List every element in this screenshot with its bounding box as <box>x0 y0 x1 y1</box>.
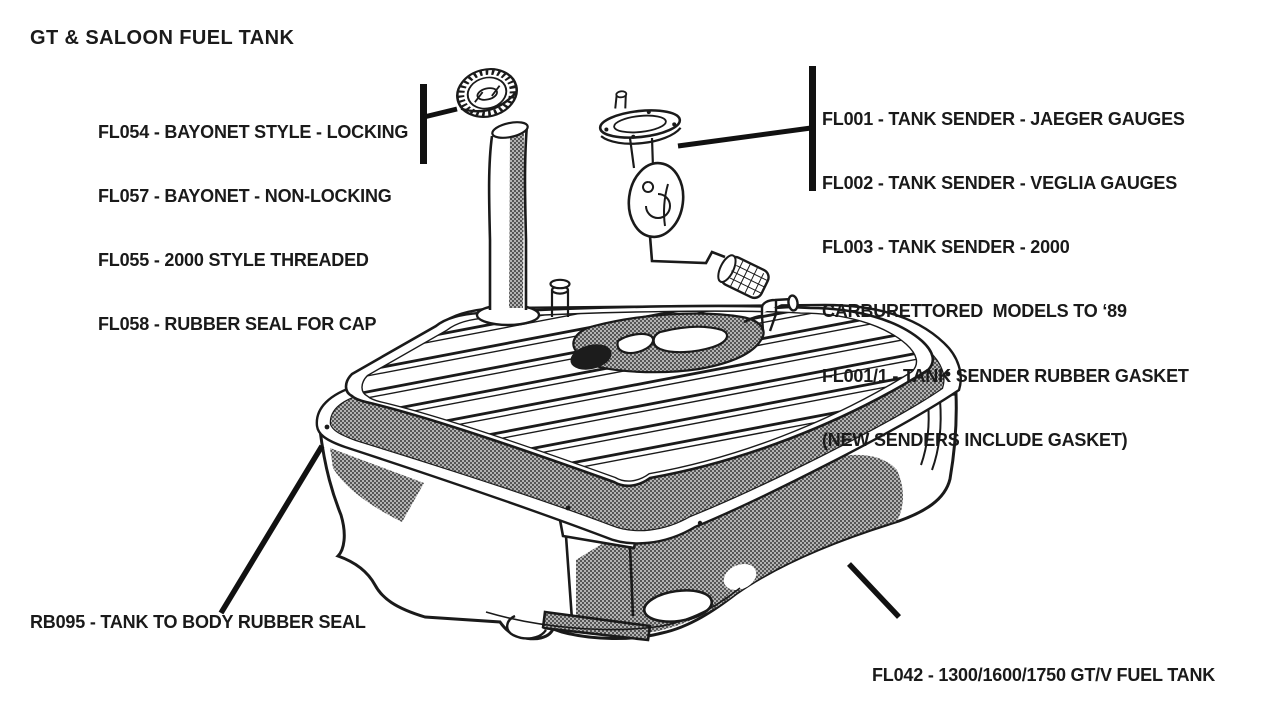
float <box>717 254 770 300</box>
tank-shading-left <box>330 448 424 522</box>
part-label: (NEW SENDERS INCLUDE GASKET) <box>822 429 1128 450</box>
tank-highlight <box>723 564 757 590</box>
part-label: FL003 - TANK SENDER - 2000 <box>822 237 1070 258</box>
part-label: FL001/1 - TANK SENDER RUBBER GASKET <box>822 365 1189 386</box>
strap-tab <box>506 614 547 640</box>
tank-leader-line <box>846 562 902 619</box>
filler-neck-opening <box>491 121 529 139</box>
sender-hole <box>570 344 612 370</box>
part-label: FL042 - 1300/1600/1750 GT/V FUEL TANK <box>872 665 1216 685</box>
fuel-cap <box>456 68 518 118</box>
flange-rivets <box>324 371 951 526</box>
fuel-tank-labels: FL042 - 1300/1600/1750 GT/V FUEL TANK FL… <box>872 618 1215 722</box>
breather-pipe <box>549 278 571 317</box>
sender-recess <box>570 312 765 374</box>
part-label: FL058 - RUBBER SEAL FOR CAP <box>98 314 377 335</box>
tank-shading <box>576 454 904 634</box>
cap-leader-line <box>423 106 458 120</box>
page-title: GT & SALOON FUEL TANK <box>30 27 295 49</box>
part-label: FL054 - BAYONET STYLE - LOCKING <box>98 121 409 142</box>
part-label: FL057 - BAYONET - NON-LOCKING <box>98 186 392 207</box>
bottom-seam <box>485 587 741 631</box>
float-arm <box>648 235 726 265</box>
tank-sender <box>598 90 770 300</box>
rubber-seal-label: RB095 - TANK TO BODY RUBBER SEAL <box>30 612 366 632</box>
sender-body <box>627 161 685 239</box>
fuel-cap-labels: FL054 - BAYONET STYLE - LOCKING FL057 - … <box>98 79 408 379</box>
sender-leader-line <box>677 125 812 149</box>
outlet-pipe <box>743 294 799 332</box>
seal-leader-line <box>218 444 325 615</box>
part-label: FL001 - TANK SENDER - JAEGER GAUGES <box>822 108 1185 129</box>
part-label: FL055 - 2000 STYLE THREADED <box>98 250 369 271</box>
part-label: CARBURETTORED MODELS TO ‘89 <box>822 301 1127 322</box>
filler-neck <box>487 121 571 317</box>
tank-sender-labels: FL001 - TANK SENDER - JAEGER GAUGES FL00… <box>822 66 1189 494</box>
part-label: FL002 - TANK SENDER - VEGLIA GAUGES <box>822 173 1178 194</box>
